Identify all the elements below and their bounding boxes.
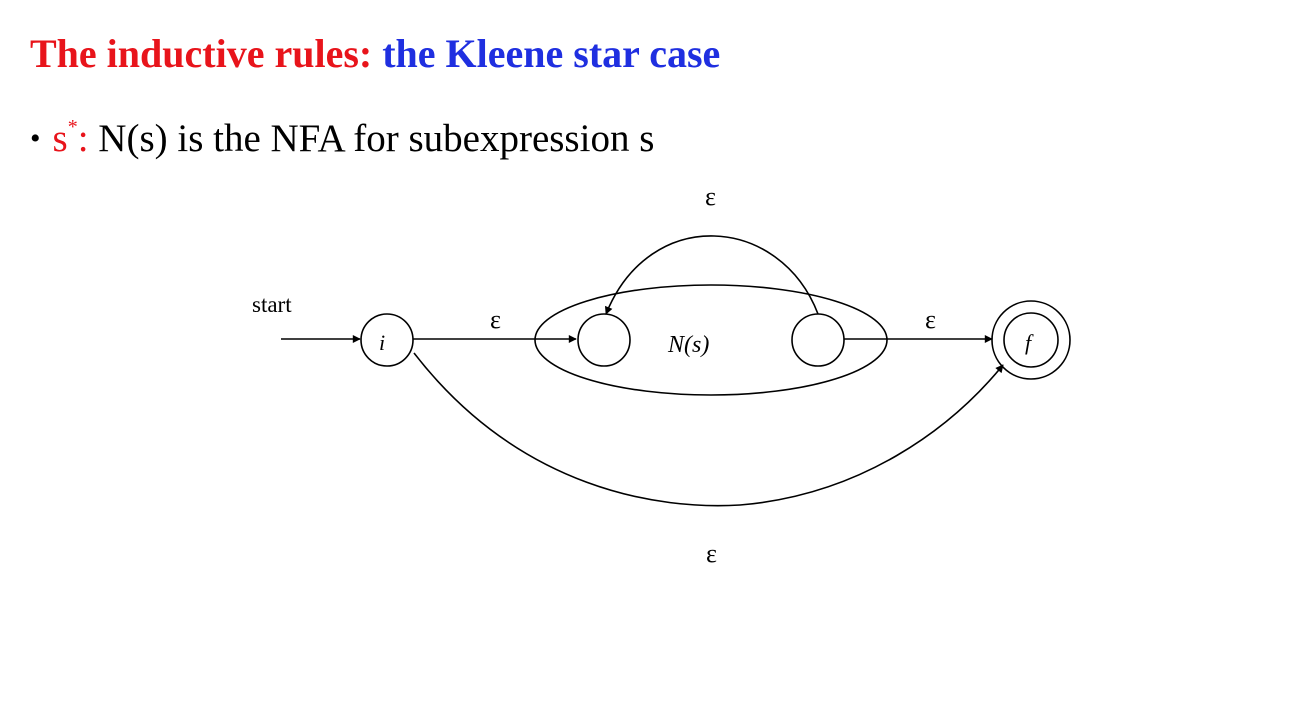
edge-loop-back [604,235,819,315]
nfa-final-state [791,313,845,367]
expression-base: s [52,117,68,160]
state-f-outer [991,300,1071,380]
state-f-label: f [1025,330,1034,355]
epsilon-bottom-label: ε [706,539,717,568]
title-part-rules: The inductive rules: [30,31,373,76]
expression-star: * [67,116,78,138]
slide-title: The inductive rules: the Kleene star cas… [30,30,720,77]
nfa-label: N(s) [667,332,709,358]
epsilon-out-label: ε [925,305,936,334]
epsilon-top-label: ε [705,182,716,211]
title-part-kleene: the Kleene star case [382,31,721,76]
bullet-text: N(s) is the NFA for subexpression s [98,117,655,160]
epsilon-in-label: ε [490,305,501,334]
state-i-label: i [379,330,385,355]
state-f-inner [1003,312,1059,368]
edge-bypass [413,352,1004,507]
nfa-ellipse [534,284,888,396]
bullet-point: • s*: N(s) is the NFA for subexpression s [30,116,654,161]
state-i [360,313,414,367]
expression-colon: : [77,117,89,160]
bullet-expression: s*: [52,116,89,160]
nfa-start-state [577,313,631,367]
start-label: start [252,292,292,317]
bullet-icon: • [30,122,41,155]
